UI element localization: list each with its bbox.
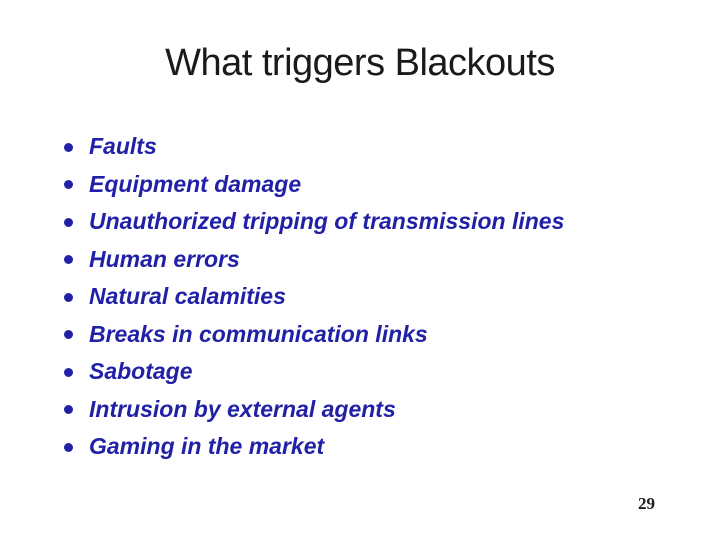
list-item: Intrusion by external agents bbox=[64, 391, 690, 429]
list-item: Equipment damage bbox=[64, 166, 690, 204]
bullet-dot-icon bbox=[64, 330, 73, 340]
slide-title: What triggers Blackouts bbox=[165, 42, 555, 84]
bullet-dot-icon bbox=[64, 405, 73, 415]
list-item: Human errors bbox=[64, 241, 690, 279]
list-item: Gaming in the market bbox=[64, 428, 690, 466]
bullet-text: Faults bbox=[89, 133, 157, 160]
list-item: Natural calamities bbox=[64, 278, 690, 316]
list-item: Breaks in communication links bbox=[64, 316, 690, 354]
bullet-text: Human errors bbox=[89, 245, 240, 272]
bullet-dot-icon bbox=[64, 292, 73, 302]
bullet-dot-icon bbox=[64, 217, 73, 227]
bullet-text: Intrusion by external agents bbox=[89, 395, 396, 422]
list-item: Faults bbox=[64, 128, 690, 166]
bullet-dot-icon bbox=[64, 180, 73, 190]
list-item: Unauthorized tripping of transmission li… bbox=[64, 203, 690, 241]
bullet-dot-icon bbox=[64, 255, 73, 265]
bullet-text: Breaks in communication links bbox=[89, 320, 428, 347]
bullet-list: Faults Equipment damage Unauthorized tri… bbox=[64, 128, 690, 466]
list-item: Sabotage bbox=[64, 353, 690, 391]
bullet-text: Sabotage bbox=[89, 358, 193, 385]
bullet-text: Equipment damage bbox=[89, 170, 302, 197]
bullet-text: Gaming in the market bbox=[89, 433, 325, 460]
bullet-dot-icon bbox=[64, 442, 73, 452]
bullet-dot-icon bbox=[64, 367, 73, 377]
bullet-text: Natural calamities bbox=[89, 283, 286, 310]
page-number: 29 bbox=[638, 494, 655, 513]
bullet-text: Unauthorized tripping of transmission li… bbox=[89, 208, 565, 235]
bullet-dot-icon bbox=[64, 142, 73, 152]
